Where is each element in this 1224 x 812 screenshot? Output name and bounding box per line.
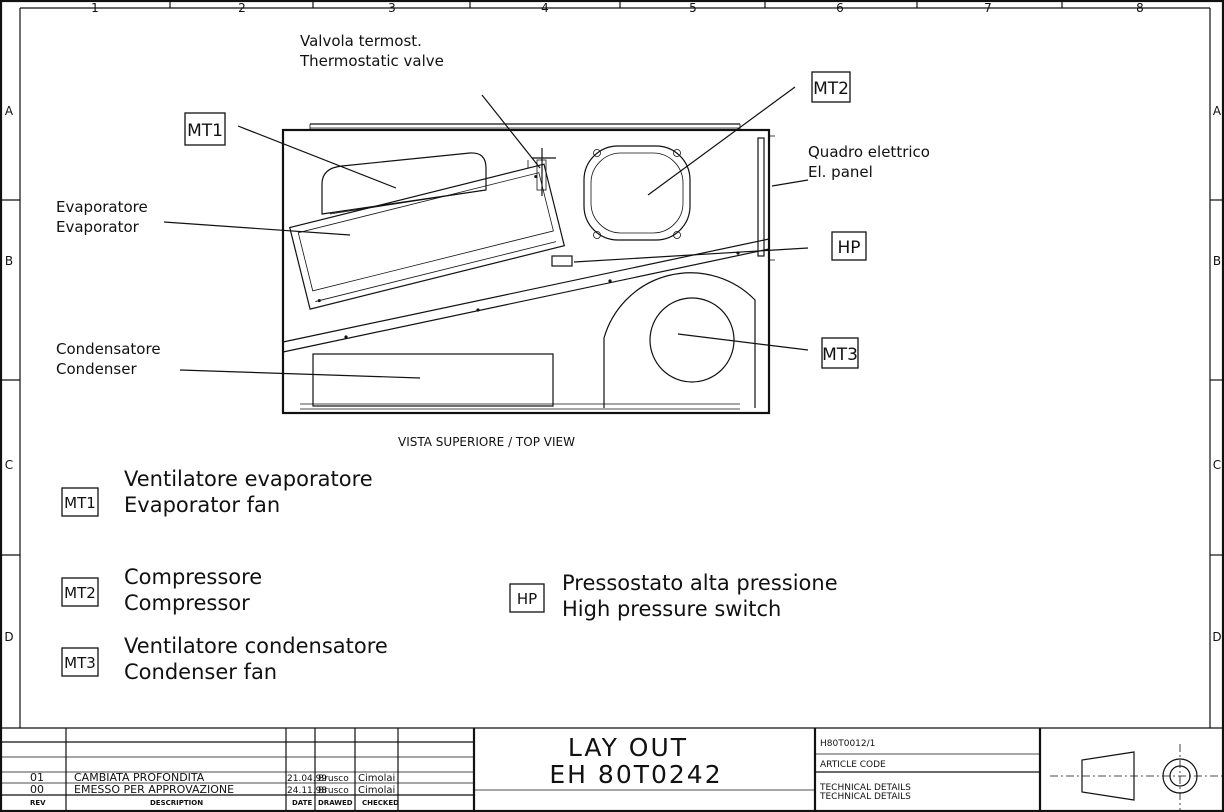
unit-housing xyxy=(281,128,771,415)
row-label-a-left: A xyxy=(5,104,14,118)
rev-00-date: 24.11.98 xyxy=(287,786,327,796)
compressor xyxy=(583,145,691,241)
legend-tag-box-mt3 xyxy=(61,647,99,677)
col-label-2: 2 xyxy=(238,1,246,15)
row-label-b-left: B xyxy=(5,254,13,268)
legend-mt2-line2: Compressor xyxy=(124,591,250,615)
high-pressure-switch xyxy=(551,255,573,267)
legend-tag-box-hp xyxy=(509,583,545,613)
row-label-d-right: D xyxy=(1212,630,1221,644)
rev-01-date: 21.04.99 xyxy=(287,774,327,784)
col-label-8: 8 xyxy=(1136,1,1144,15)
tag-mt2: MT2 xyxy=(813,79,849,99)
row-label-c-right: C xyxy=(1213,458,1221,472)
electrical-panel xyxy=(757,137,765,257)
header-description: DESCRIPTION xyxy=(150,799,203,807)
legend-tag-mt2: MT2 xyxy=(64,584,96,602)
evaporator xyxy=(289,163,566,310)
legend-mt3-line1: Ventilatore condensatore xyxy=(124,634,388,658)
legend-mt3-line2: Condenser fan xyxy=(124,660,277,684)
column-labels: 1 2 3 4 5 6 7 8 xyxy=(91,1,1144,15)
legend-tag-hp: HP xyxy=(517,590,537,608)
rev-01-number: 01 xyxy=(30,771,44,784)
row-label-b-right: B xyxy=(1213,254,1221,268)
col-label-4: 4 xyxy=(541,1,549,15)
legend-tag-mt1: MT1 xyxy=(64,494,96,512)
row-labels: A B C D A B C D xyxy=(4,104,1222,644)
rev-00-checked: Cimolai xyxy=(358,785,395,796)
rev-01-checked: Cimolai xyxy=(358,773,395,784)
tag-box-mt1 xyxy=(184,112,226,146)
evaporator-fan xyxy=(321,152,487,215)
callout-texts: Valvola termost. Thermostatic valve Quad… xyxy=(56,32,930,378)
rev-00-drawed: Brusco xyxy=(318,786,349,796)
title-block: 01 CAMBIATA PROFONDITA 21.04.99 Brusco C… xyxy=(0,728,1224,812)
legend-tag-box-mt2 xyxy=(61,577,99,607)
row-label-c-left: C xyxy=(5,458,13,472)
evaporator-label-it: Evaporatore xyxy=(56,198,148,216)
header-drawed: DRAWED xyxy=(318,799,353,807)
row-label-d-left: D xyxy=(4,630,13,644)
valve-label-it: Valvola termost. xyxy=(300,32,422,50)
row-label-a-right: A xyxy=(1213,104,1222,118)
legend-tag-box-mt1 xyxy=(61,487,99,517)
view-caption: VISTA SUPERIORE / TOP VIEW xyxy=(398,435,575,449)
document-number: H80T0012/1 xyxy=(820,739,875,749)
header-date: DATE xyxy=(292,799,312,807)
col-label-3: 3 xyxy=(388,1,396,15)
col-label-6: 6 xyxy=(836,1,844,15)
legend-hp-line1: Pressostato alta pressione xyxy=(562,571,838,595)
evaporator-label-en: Evaporator xyxy=(56,218,140,236)
tag-box-hp xyxy=(831,231,867,261)
rev-01-description: CAMBIATA PROFONDITA xyxy=(74,771,205,784)
column-dividers xyxy=(169,0,1063,8)
valve-label-en: Thermostatic valve xyxy=(299,52,444,70)
legend-mt2-line1: Compressore xyxy=(124,565,262,589)
thermostatic-valve xyxy=(527,148,556,196)
legend-mt1-line1: Ventilatore evaporatore xyxy=(124,467,373,491)
top-view-drawing xyxy=(281,123,775,415)
tag-mt1: MT1 xyxy=(187,121,223,141)
technical-details-2: TECHNICAL DETAILS xyxy=(819,792,911,802)
tag-hp: HP xyxy=(837,238,860,258)
component-tags: MT1 MT2 HP MT3 xyxy=(184,71,867,369)
legend: MT1 Ventilatore evaporatore Evaporator f… xyxy=(61,467,838,684)
technical-details-1: TECHNICAL DETAILS xyxy=(819,783,911,793)
projection-symbol-icon xyxy=(1050,744,1224,810)
legend-hp-line2: High pressure switch xyxy=(562,597,781,621)
drawing-title-line2: EH 80T0242 xyxy=(549,760,722,789)
legend-tag-mt3: MT3 xyxy=(64,654,96,672)
condenser-label-it: Condensatore xyxy=(56,340,161,358)
col-label-5: 5 xyxy=(689,1,697,15)
header-checked: CHECKED xyxy=(362,799,399,807)
tag-mt3: MT3 xyxy=(822,345,858,365)
drawing-title-line1: LAY OUT xyxy=(568,733,688,762)
callout-lines xyxy=(163,86,809,379)
legend-mt1-line2: Evaporator fan xyxy=(124,493,280,517)
col-label-1: 1 xyxy=(91,1,99,15)
condenser-fan xyxy=(603,272,756,408)
condenser xyxy=(312,353,554,407)
panel-label-it: Quadro elettrico xyxy=(808,143,930,161)
partition-wall xyxy=(282,238,770,343)
rev-01-drawed: Brusco xyxy=(318,774,349,784)
col-label-7: 7 xyxy=(984,1,992,15)
panel-label-en: El. panel xyxy=(808,163,873,181)
rev-00-number: 00 xyxy=(30,783,44,796)
rev-00-description: EMESSO PER APPROVAZIONE xyxy=(74,783,234,796)
tag-box-mt2 xyxy=(811,71,851,103)
article-code-label: ARTICLE CODE xyxy=(820,760,886,770)
header-rev: REV xyxy=(30,799,46,807)
condenser-label-en: Condenser xyxy=(56,360,137,378)
tag-box-mt3 xyxy=(821,337,859,369)
row-dividers xyxy=(0,199,1224,556)
